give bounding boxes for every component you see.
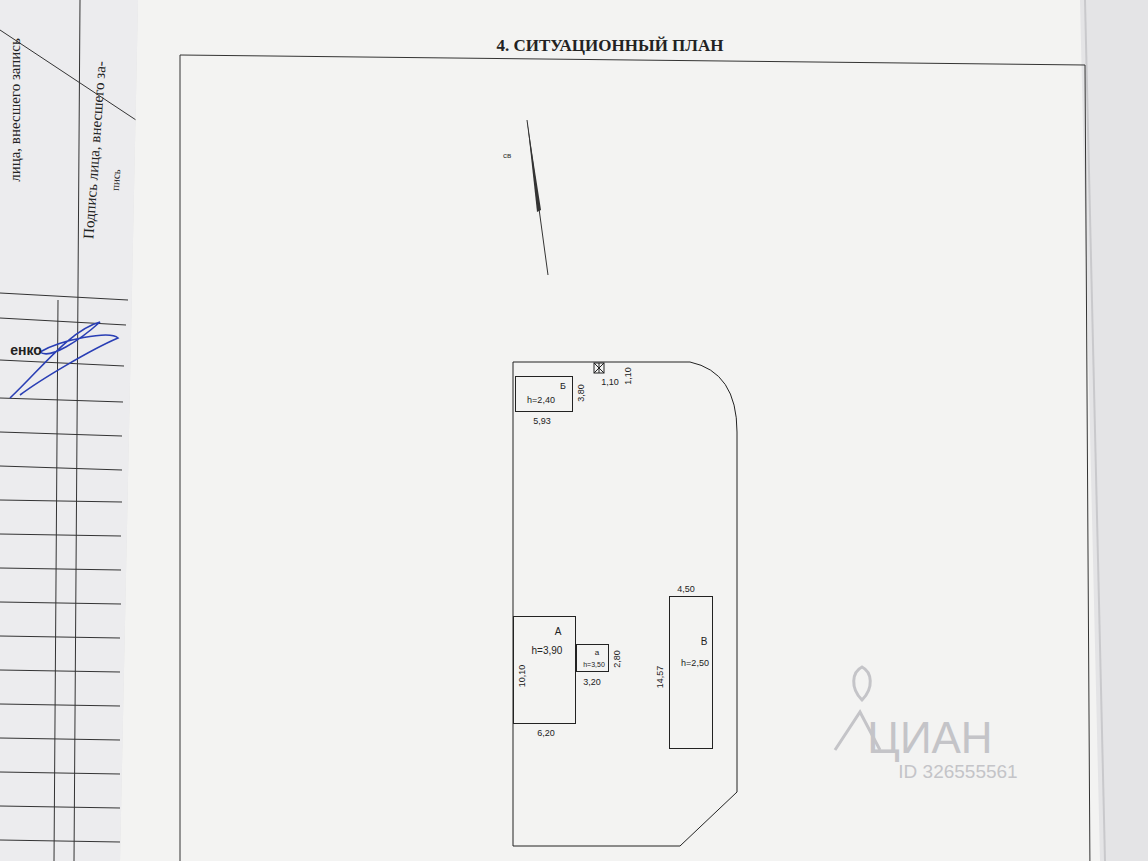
well-symbol	[594, 363, 604, 373]
left-page	[0, 0, 138, 861]
dimension: 4,50	[676, 585, 696, 594]
height-text: h=2,50	[681, 659, 709, 668]
dimension: 6,20	[536, 729, 556, 738]
dimension: 5,93	[532, 417, 552, 426]
watermark: ЦИАН	[867, 716, 992, 760]
table-header: лица, внесшего запись	[8, 38, 23, 182]
watermark: ID 326555561	[898, 762, 1017, 781]
height-text: h=3,90	[532, 646, 563, 656]
left-table	[0, 0, 136, 861]
dimension: 1,10	[624, 366, 633, 386]
building-box: Вh=2,50	[669, 596, 713, 749]
dimension: 3,20	[582, 678, 602, 687]
table-header: пись	[110, 169, 122, 191]
plastic-edge	[1085, 0, 1105, 861]
height-text: h=2,40	[527, 396, 555, 405]
page-edge	[1080, 0, 1148, 861]
dimension: 10,10	[518, 664, 527, 689]
main-page	[120, 0, 1148, 861]
building-letter: А	[555, 627, 562, 637]
north-arrow	[527, 120, 548, 275]
building-box: Бh=2,40	[515, 376, 573, 412]
height-text: h=3,50	[583, 661, 605, 668]
dimension: 1,10	[600, 378, 620, 387]
extension-box: а h=3,50	[576, 644, 609, 672]
dimension: 3,80	[577, 383, 586, 403]
frame	[180, 55, 1090, 861]
page-title: 4. СИТУАЦИОННЫЙ ПЛАН	[330, 36, 890, 56]
signature	[10, 322, 118, 398]
north-arrow-head	[527, 120, 541, 212]
table-cell: енко	[10, 343, 42, 357]
building-letter: В	[701, 637, 708, 647]
dimension: 14,57	[656, 665, 665, 690]
building-letter: а	[595, 649, 599, 657]
plot-outline	[513, 362, 737, 846]
north-label: св	[502, 152, 512, 160]
table-header: Подпись лица, внесшего за-	[81, 61, 108, 240]
building-letter: Б	[560, 382, 566, 391]
dimension: 2,80	[613, 649, 622, 669]
